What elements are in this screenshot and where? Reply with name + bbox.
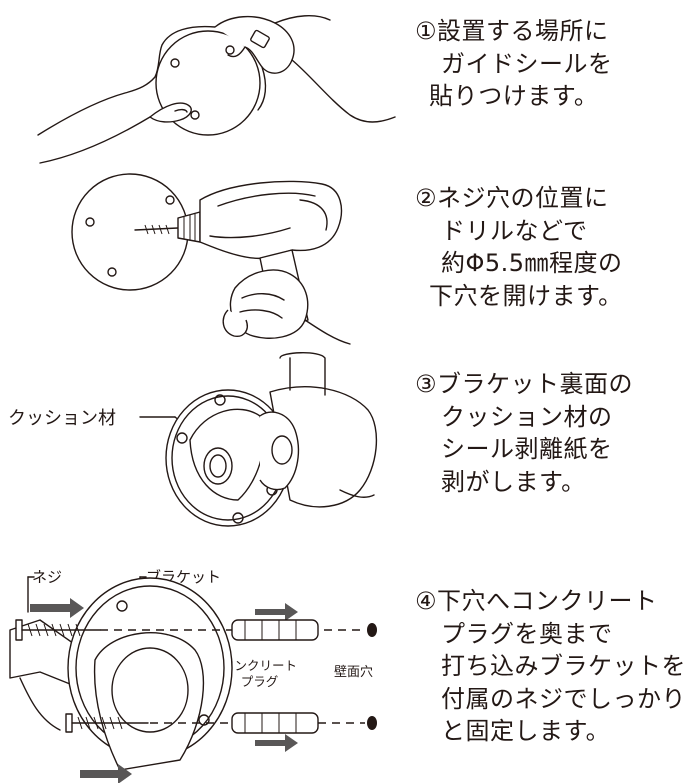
step4-text: ④下穴へコンクリート プラグを奥まで 打ち込みブラケットを 付属のネジでしっかり… — [415, 585, 684, 748]
step4-line5: と固定します。 — [441, 717, 611, 745]
step2-text: ②ネジ穴の位置に ドリルなどで 約Φ5.5㎜程度の 下穴を開けます。 — [415, 182, 623, 312]
step3-line3: シール剥離紙を — [441, 435, 613, 463]
plug-label: コンクリート プラグ — [222, 658, 297, 690]
step2-line2: ドリルなどで — [441, 216, 588, 245]
plug-label-line2: プラグ — [240, 674, 279, 689]
step2-line1: ②ネジ穴の位置に — [415, 184, 609, 212]
step3-text: ③ブラケット裏面の クッション材の シール剥離紙を 剥がします。 — [415, 368, 633, 498]
step3-line2: クッション材の — [441, 402, 613, 431]
step4-line1: ④下穴へコンクリート — [415, 587, 658, 615]
wall-hole-label: 壁面穴 — [334, 665, 374, 680]
step1-illustration — [37, 15, 396, 164]
screw-label: ネジ — [32, 568, 63, 586]
step1-line1: ①設置する場所に — [415, 17, 609, 45]
step1-line3: 貼りつけます。 — [429, 82, 599, 110]
step3-illustration — [139, 352, 378, 527]
step2-line3: 約Φ5.5㎜程度の — [441, 249, 623, 277]
step2-illustration — [71, 173, 351, 345]
step4-line3: 打ち込みブラケットを — [441, 652, 684, 680]
step4-line2: プラグを奥まで — [441, 619, 613, 648]
step2-line4: 下穴を開けます。 — [429, 281, 623, 310]
step4-illustration — [9, 576, 377, 783]
step1-line2: ガイドシールを — [441, 49, 613, 78]
step1-text: ①設置する場所に ガイドシールを 貼りつけます。 — [415, 15, 613, 113]
step3-line1: ③ブラケット裏面の — [415, 370, 634, 398]
step3-line4: 剥がします。 — [441, 467, 586, 496]
step4-line4: 付属のネジでしっかり — [441, 684, 684, 713]
plug-label-line1: コンクリート — [222, 658, 298, 673]
cushion-label: クッション材 — [8, 408, 116, 429]
